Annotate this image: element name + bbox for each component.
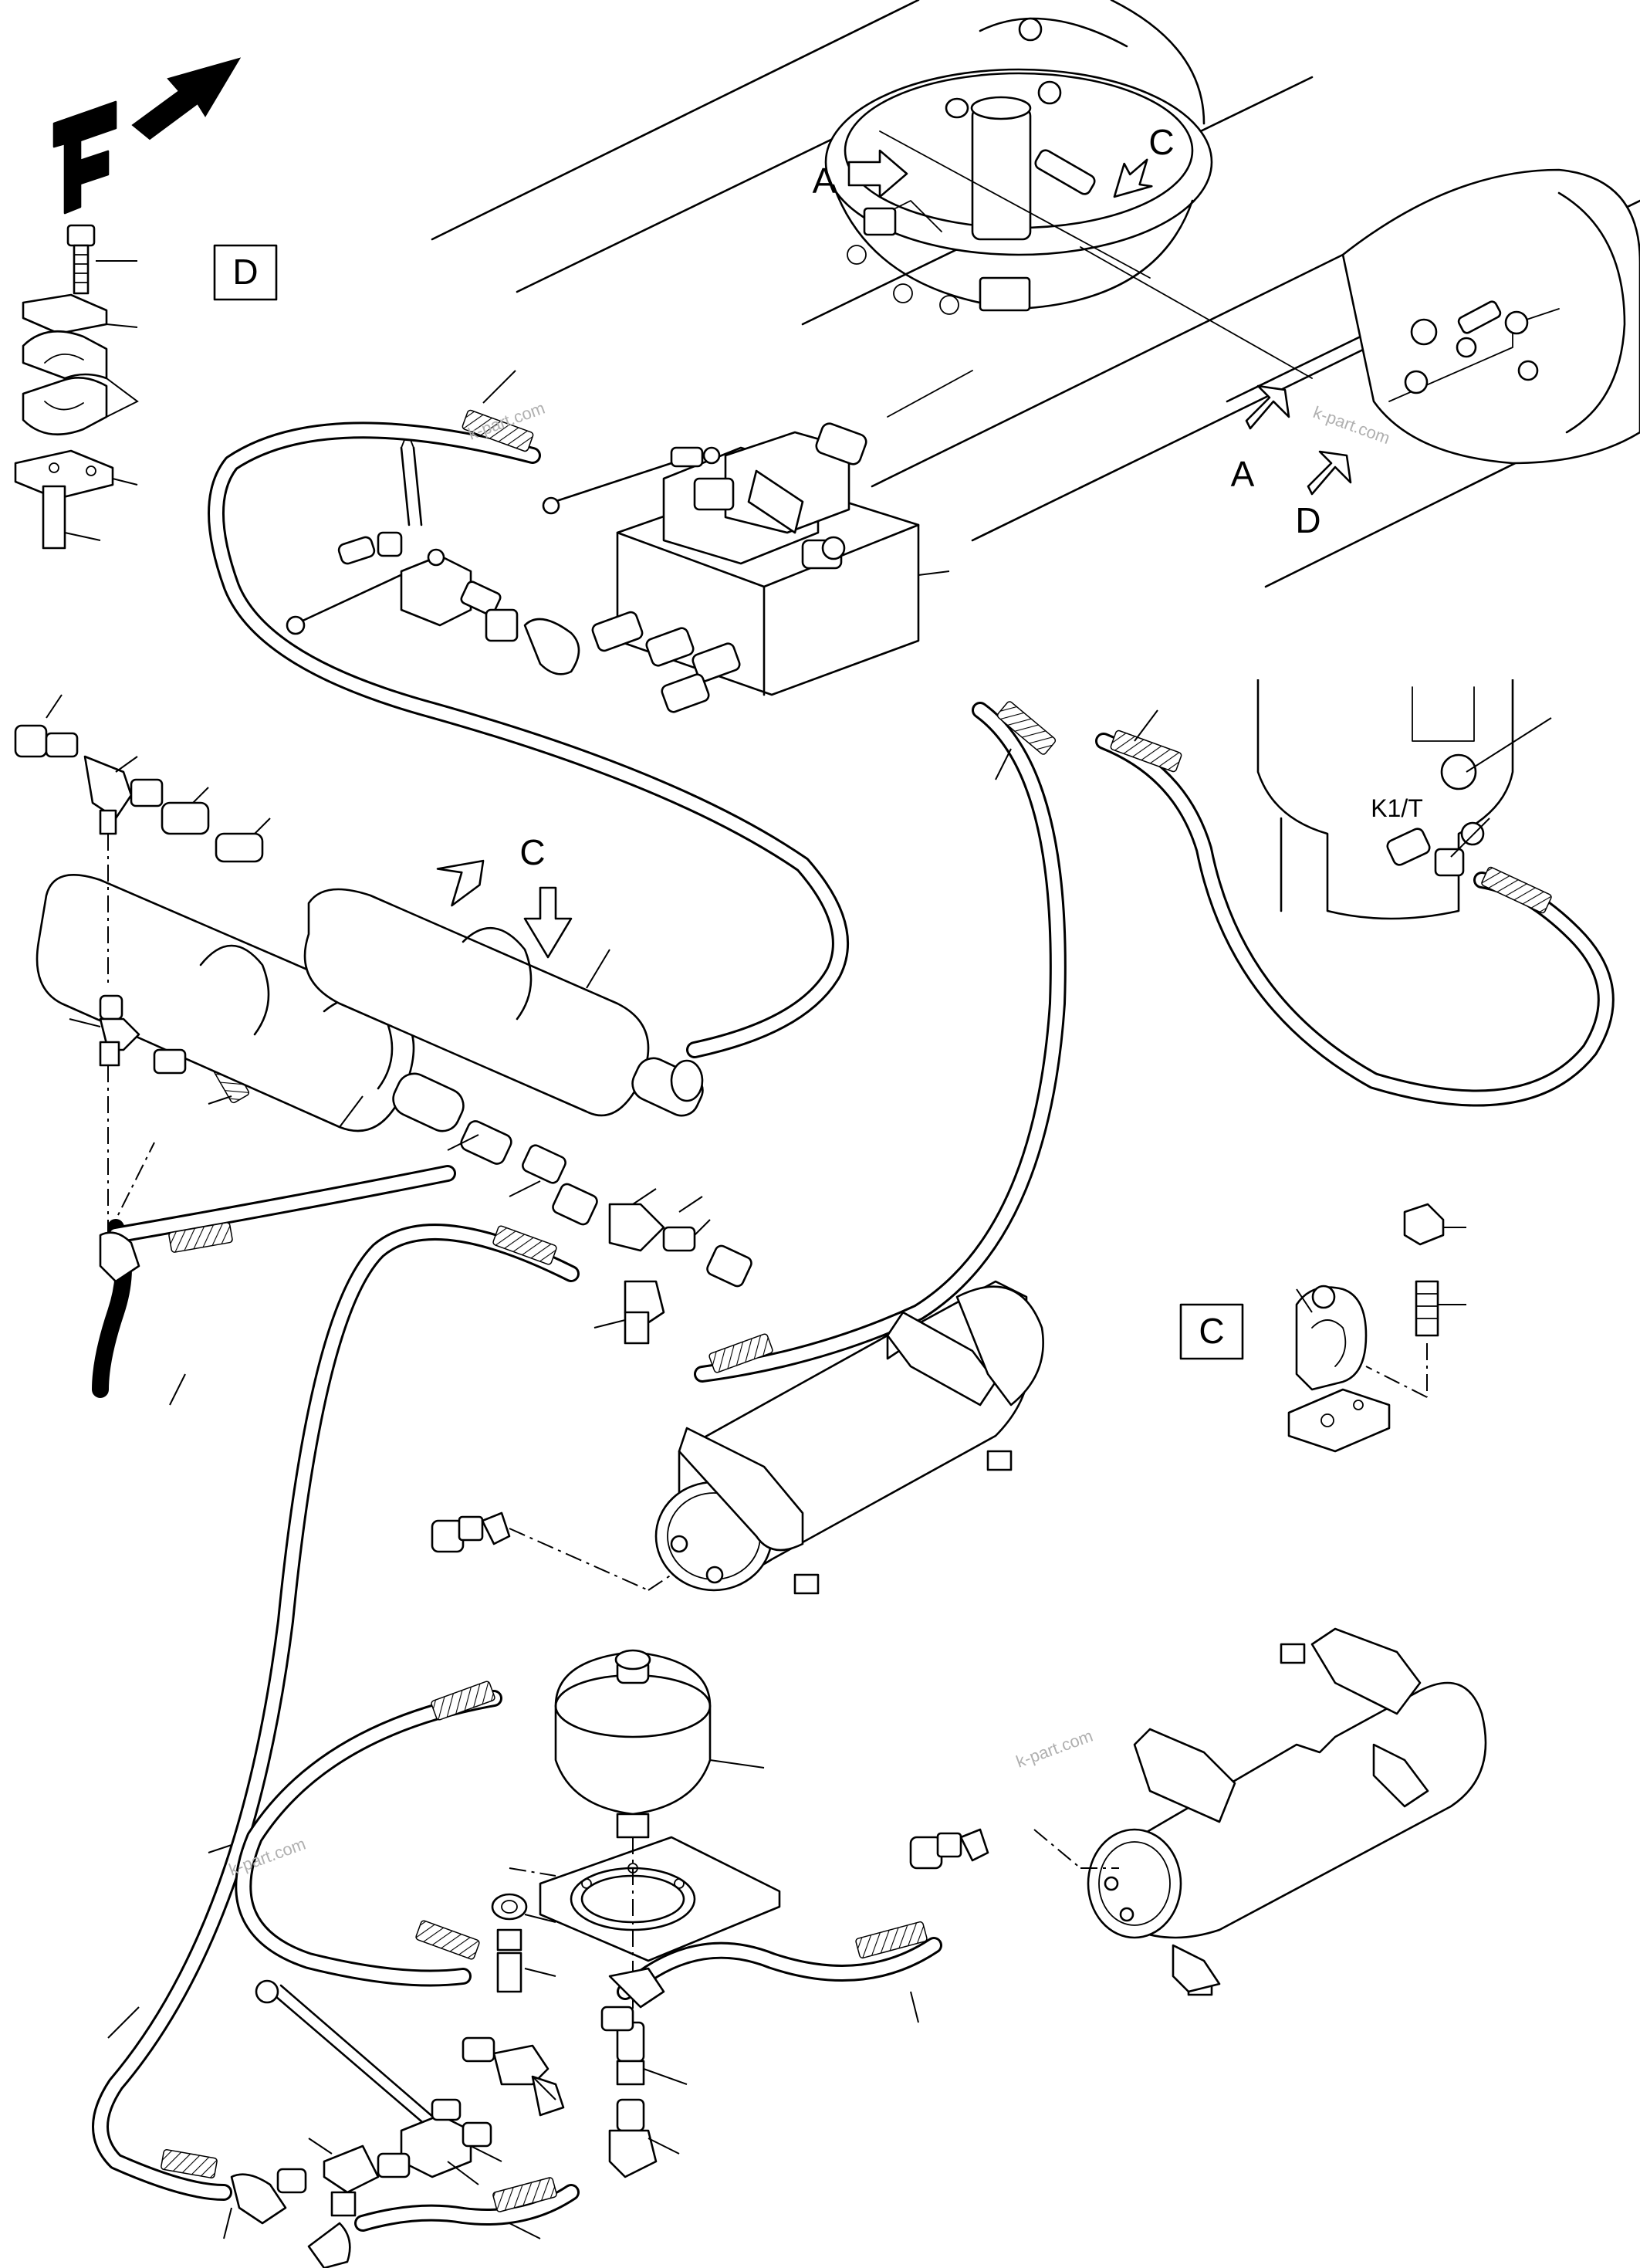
- inset-c: C: [1179, 1203, 1466, 1453]
- inset-d-label: D: [232, 252, 258, 292]
- front-arrow-icon: [131, 57, 242, 140]
- bottom-valve-assembly: [230, 1979, 502, 2268]
- callout-k1t: K1/T: [1371, 794, 1423, 822]
- inset-c-label: C: [1199, 1311, 1224, 1351]
- callout-a-top-arrow: [847, 149, 908, 198]
- drain-plug-upper: [431, 1511, 511, 1553]
- callout-c-arrow-1: [436, 859, 485, 907]
- mounting-hardware: [491, 1893, 556, 1993]
- inset-c-frame: [1179, 1303, 1244, 1360]
- leader-lines: [107, 370, 1158, 2239]
- pilot-valve: [286, 432, 741, 713]
- inset-d: D: [14, 224, 278, 550]
- control-valve-block: [542, 422, 950, 696]
- fitting-chain-middle: [447, 1120, 752, 1345]
- swivel-joint-assembly: [824, 0, 1313, 379]
- clamp-plate-top-icon: [22, 293, 138, 335]
- fitting-chain-left: [69, 994, 232, 1283]
- track-drive-wheel: [1341, 168, 1640, 465]
- p-clamp-icon: [1287, 1285, 1391, 1453]
- callout-a-right-arrow: [1245, 384, 1290, 430]
- accumulator: [509, 1649, 781, 2023]
- tank-port-k1t: K1/T: [1256, 679, 1552, 920]
- weld-plate-icon: [14, 449, 138, 550]
- callouts-top: A C A D: [813, 122, 1352, 540]
- line-filter-assembly: C: [36, 832, 704, 1132]
- callout-a-right: A: [1231, 454, 1255, 494]
- hose-center-long: [694, 702, 1067, 1383]
- drain-plug-lower: [909, 1828, 989, 1870]
- bolt-d-icon: [66, 224, 137, 295]
- callout-a-top: A: [813, 161, 837, 201]
- bottom-fittings-right: [462, 1967, 688, 2178]
- callout-c-arrow-2: [523, 886, 573, 959]
- clamp-half-lower-icon: [22, 377, 139, 436]
- nut-icon: [1403, 1203, 1466, 1246]
- hydraulic-hoses: [92, 409, 1615, 2232]
- front-letter-f-glyph: [52, 100, 117, 215]
- callout-d-right-arrow: [1307, 450, 1352, 496]
- watermark-4: k-part.com: [1013, 1726, 1095, 1772]
- callout-c-left: C: [519, 832, 545, 872]
- stud-icon: [1365, 1280, 1466, 1398]
- lower-right-cylinder: [1033, 1627, 1487, 1996]
- inset-d-frame: [213, 244, 278, 301]
- upper-cylinder: [509, 1280, 1044, 1595]
- front-direction-indicator: F: [52, 57, 242, 215]
- callout-c-top-arrow: [1113, 158, 1153, 198]
- clamp-half-upper-icon: [22, 330, 108, 380]
- callout-d-right: D: [1295, 500, 1320, 540]
- fitting-chain-upper: [14, 694, 271, 988]
- callout-c-top: C: [1148, 122, 1174, 162]
